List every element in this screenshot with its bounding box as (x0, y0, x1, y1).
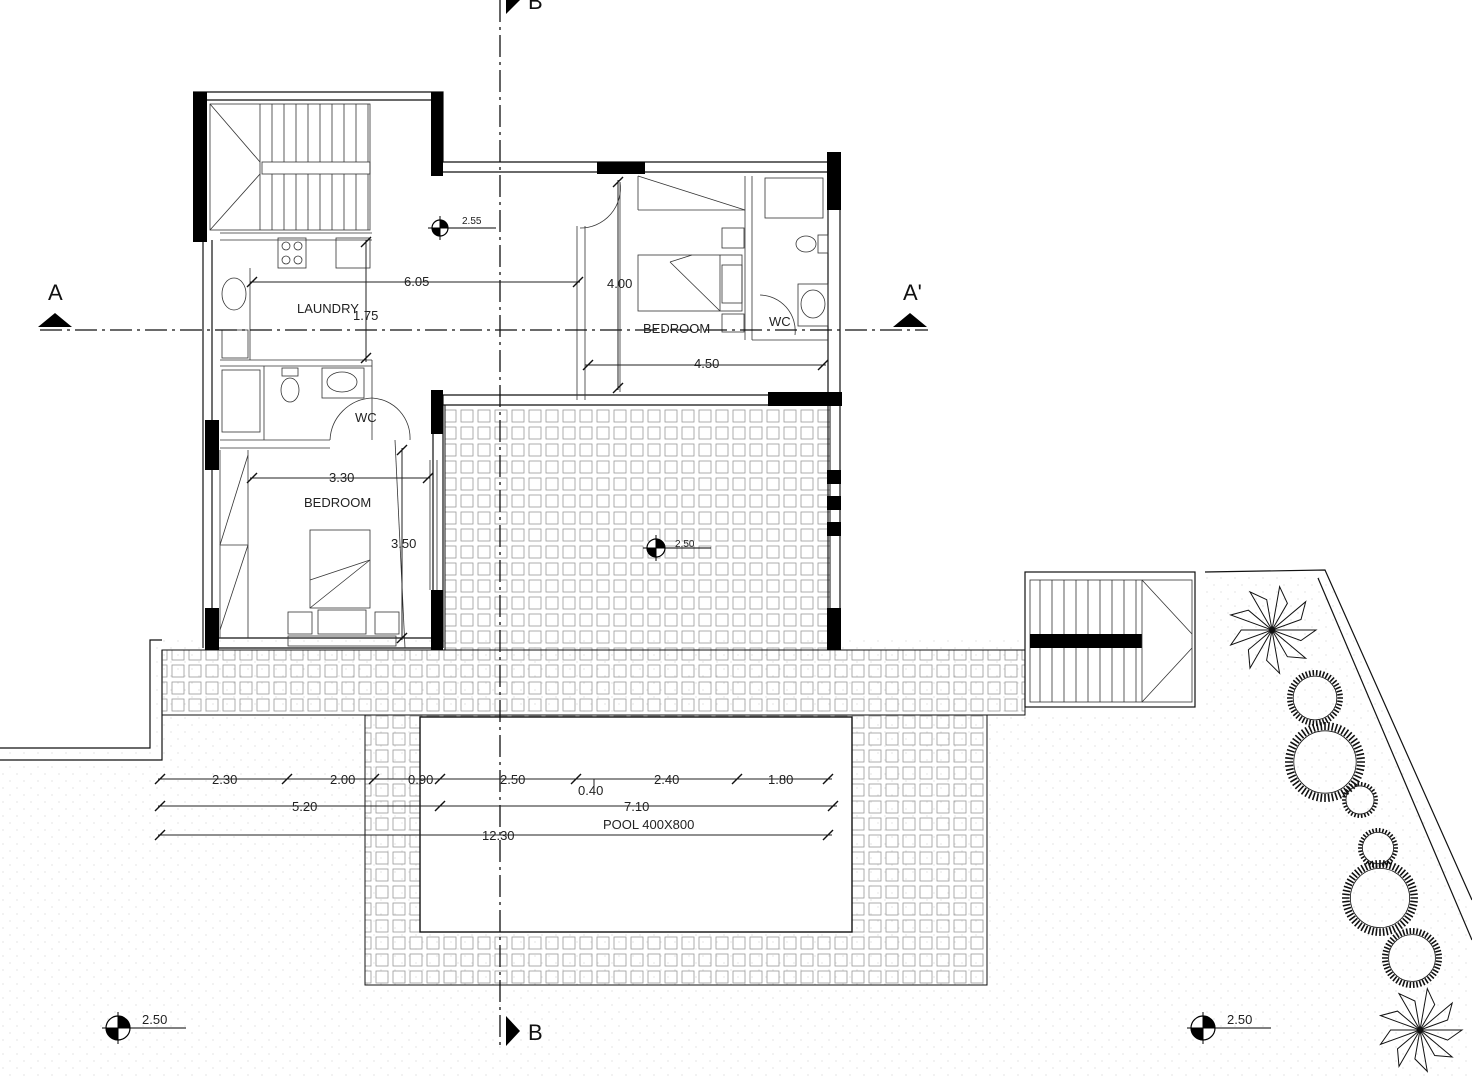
dim-row1-sub: 0.40 (578, 783, 603, 798)
dim-row1-e: 2.40 (654, 772, 679, 787)
pool (419, 716, 853, 933)
dim-bedroom-upper-depth: 4.00 (607, 276, 632, 291)
doors (329, 181, 796, 649)
level-hall: 2.55 (462, 216, 482, 227)
labels: LAUNDRY BEDROOM BEDROOM WC WC POOL 400X8… (48, 0, 1252, 1045)
room-wc-right: WC (769, 314, 791, 329)
dim-row1-a: 2.30 (212, 772, 237, 787)
stairs-main-steps (271, 104, 369, 230)
dim-laundry-depth: 1.75 (353, 308, 378, 323)
dim-row1-c: 0.90 (408, 772, 433, 787)
room-laundry: LAUNDRY (297, 301, 359, 316)
dim-bedroom-lower-width: 3.30 (329, 470, 354, 485)
section-a-label: A (48, 280, 63, 305)
building-walls (193, 91, 842, 650)
partitions (219, 175, 828, 638)
dimension-lines (158, 180, 837, 836)
pool-label: POOL 400X800 (603, 817, 694, 832)
level-terrace: 2.50 (675, 539, 695, 550)
stairs-garden (1024, 571, 1196, 708)
dimension-ticks (154, 176, 839, 841)
section-a-prime-label: A' (903, 280, 922, 305)
garden-trees (1229, 585, 1464, 1073)
section-lines (38, 0, 928, 1050)
dim-row1-f: 1.80 (768, 772, 793, 787)
level-garden-left: 2.50 (142, 1012, 167, 1027)
dim-bedroom-lower-depth: 3.50 (391, 536, 416, 551)
fixtures (221, 177, 829, 647)
dim-laundry-width: 6.05 (404, 274, 429, 289)
level-markers (102, 216, 1271, 1044)
dim-row2-b: 7.10 (624, 799, 649, 814)
dim-row2-a: 5.20 (292, 799, 317, 814)
stairs-garden-steps (1039, 580, 1137, 702)
dim-row3: 12.30 (482, 828, 515, 843)
room-bedroom-upper: BEDROOM (643, 321, 710, 336)
room-bedroom-lower: BEDROOM (304, 495, 371, 510)
room-wc-left: WC (355, 410, 377, 425)
stairs-main (209, 103, 371, 231)
dim-row1-b: 2.00 (330, 772, 355, 787)
level-garden-right: 2.50 (1227, 1012, 1252, 1027)
dim-bedroom-upper-width: 4.50 (694, 356, 719, 371)
dim-row1-d: 2.50 (500, 772, 525, 787)
section-b-bottom-label: B (528, 1020, 543, 1045)
section-b-top-label: B (528, 0, 543, 14)
